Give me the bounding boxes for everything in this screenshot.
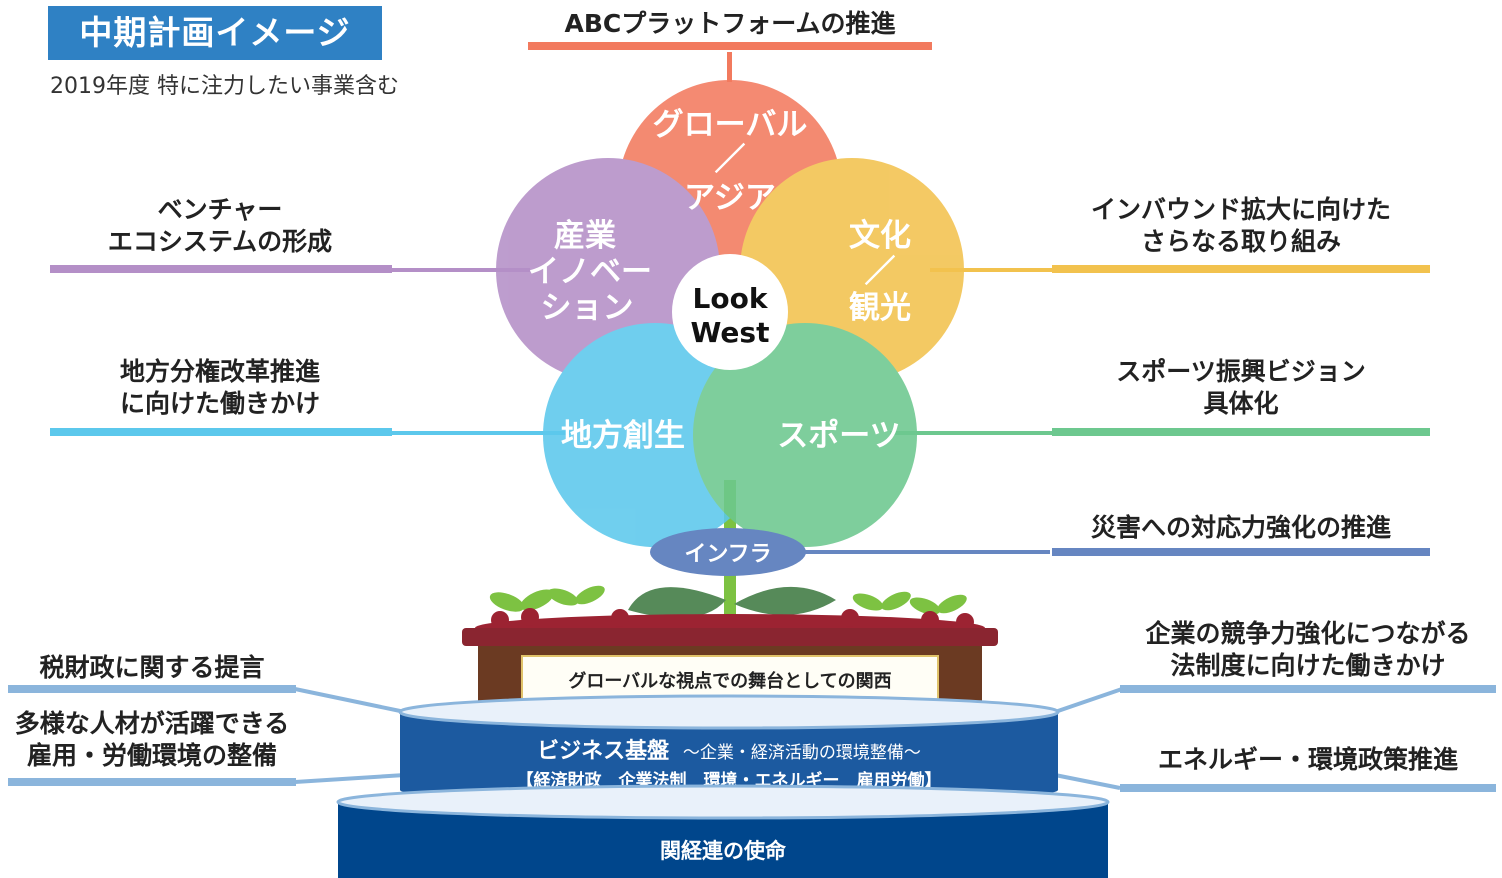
business-base-title-main: ビジネス基盤 [537,738,670,764]
business-base-top [398,694,1060,730]
big-leaf-right [734,586,836,616]
center-line1: Look [693,282,769,315]
petal-sports [693,323,917,547]
sports-vision-line2: 具体化 [1203,389,1279,418]
center-line2: West [691,316,770,349]
soil [956,613,974,631]
venture-label: ベンチャー エコシステムの形成 [50,194,390,258]
decentral-line2: に向けた働きかけ [119,389,320,418]
industry-connector-line [390,268,530,272]
competitiveness-line2: 法制度に向けた働きかけ [1170,651,1446,680]
petal-global-line3: アジア [684,180,776,216]
soil [921,611,939,629]
sports-connector-line [890,431,1060,435]
soil [611,609,629,627]
disaster-bar [1052,548,1430,556]
petal-culture-line3: 観光 [849,290,911,326]
energy-connector-line [1054,773,1121,790]
petal-global-line1: グローバル [653,107,808,143]
disaster-line1: 災害への対応力強化の推進 [1090,513,1391,542]
sprout-leaf [547,588,579,606]
infra-badge [650,528,806,576]
energy-line1: エネルギー・環境政策推進 [1157,745,1458,774]
petal-culture-line1: 文化 [849,218,911,254]
competitiveness-connector-line [1054,687,1123,714]
infra-label: インフラ [684,542,771,567]
petal-industry-line3: ション [541,290,634,326]
page-title: 中期計画イメージ [48,6,382,60]
petal-regional-label: 地方創生 [561,418,685,454]
sprout-leaf [881,591,911,611]
employment-bar [8,778,296,786]
foundation-top [336,784,1110,820]
pot-sign [521,655,939,703]
sprout-leaf [575,585,605,605]
petal-global-line2: ／ [715,142,746,178]
petal-industry-line1: 産業 [554,218,616,254]
decentral-line1: 地方分権改革推進 [119,357,320,386]
big-leaf-left [628,587,726,618]
competitiveness-label: 企業の競争力強化につながる 法制度に向けた働きかけ [1120,618,1496,682]
abc-platform-bar [528,42,932,50]
inbound-line2: さらなる取り組み [1140,227,1341,256]
sprout-leaf [937,594,967,614]
inbound-bar [1052,265,1430,273]
soil [521,608,539,626]
top-stem-line [727,52,732,82]
petal-sports-label: スポーツ [777,418,900,454]
petal-culture-line2: ／ [865,254,896,290]
page-subtitle: 2019年度 特に注力したい事業含む [50,74,399,99]
sports-vision-label: スポーツ振興ビジョン 具体化 [1052,356,1430,420]
tax-connector-line [294,687,406,714]
inbound-line1: インバウンド拡大に向けた [1090,195,1391,224]
sports-vision-line1: スポーツ振興ビジョン [1116,357,1366,386]
sprout-leaf [489,592,525,612]
employment-connector-line [294,773,406,784]
business-base-title: ビジネス基盤 ～企業・経済活動の環境整備～ [537,738,921,764]
sports-vision-bar [1052,428,1430,436]
competitiveness-bar [1120,685,1496,693]
regional-connector-line [390,431,570,435]
petal-industry-line2: イノベー [528,254,652,290]
infra-connector-line [800,550,1050,554]
center-circle [672,254,788,370]
employment-line1: 多様な人材が活躍できる [14,709,290,738]
decentral-bar [50,428,392,436]
employment-label: 多様な人材が活躍できる 雇用・労働環境の整備 [8,708,296,772]
venture-bar [50,265,392,273]
inbound-label: インバウンド拡大に向けた さらなる取り組み [1052,194,1430,258]
sprout-leaf [909,597,941,615]
soil [491,611,509,629]
pot-sign-text: グローバルな視点での舞台としての関西 [568,670,891,692]
tax-label: 税財政に関する提言 [8,652,296,684]
decentral-label: 地方分権改革推進 に向けた働きかけ [50,356,390,420]
energy-bar [1120,784,1496,792]
business-base-subtitle: ～企業・経済活動の環境整備～ [683,743,921,763]
venture-line2: エコシステムの形成 [107,227,333,256]
tax-line1: 税財政に関する提言 [39,653,265,682]
pot-rim [462,628,998,646]
venture-line1: ベンチャー [157,195,283,224]
disaster-label: 災害への対応力強化の推進 [1052,512,1430,544]
employment-line2: 雇用・労働環境の整備 [26,741,277,770]
abc-platform-label: ABCプラットフォームの推進 [564,9,896,38]
culture-connector-line [930,268,1060,272]
energy-label: エネルギー・環境政策推進 [1120,744,1496,776]
sprout-leaf [520,589,554,611]
sprout-leaf [852,593,884,611]
soil [841,609,859,627]
tax-bar [8,685,296,693]
competitiveness-line1: 企業の競争力強化につながる [1145,619,1471,648]
foundation-label: 関経連の使命 [660,839,787,863]
